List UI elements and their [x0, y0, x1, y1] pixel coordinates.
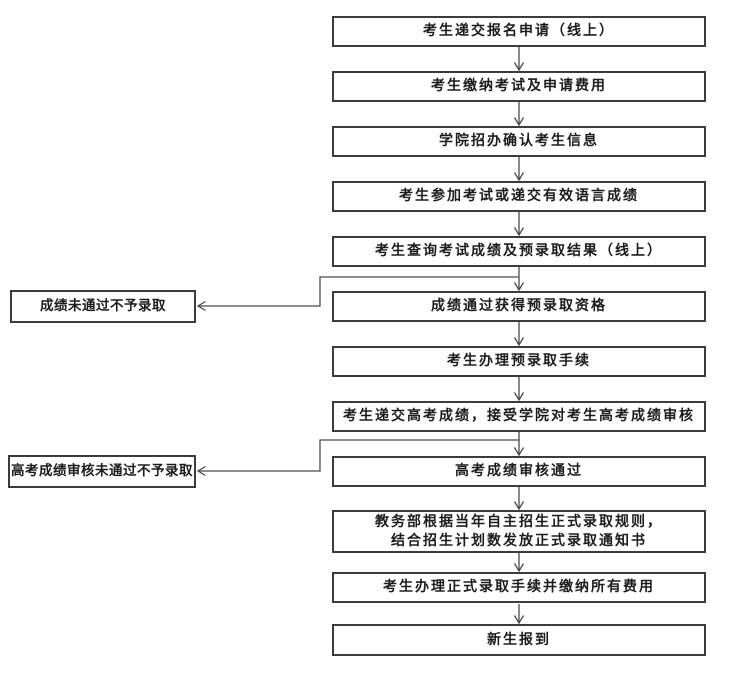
flow-step-take-exam: 考生参加考试或递交有效语言成绩	[332, 181, 706, 212]
flow-step-confirm-info: 学院招办确认考生信息	[332, 126, 706, 157]
flow-step-gaokao-review-passed: 高考成绩审核通过	[332, 456, 706, 487]
reject-box-score-fail: 成绩未通过不予录取	[10, 290, 196, 323]
reject-branch-1-line	[199, 276, 519, 307]
flow-step-submit-gaokao-scores: 考生递交高考成绩，接受学院对考生高考成绩审核	[332, 401, 706, 432]
flow-step-formal-admission-fees: 考生办理正式录取手续并缴纳所有费用	[332, 572, 706, 603]
flow-step-admission-notice: 教务部根据当年自主招生正式录取规则， 结合招生计划数发放正式录取通知书	[332, 510, 706, 553]
flow-step-submit-application: 考生递交报名申请（线上）	[332, 16, 706, 47]
flow-step-check-results: 考生查询考试成绩及预录取结果（线上）	[332, 236, 706, 267]
flow-step-new-student-register: 新生报到	[332, 624, 706, 656]
down-arrowheads	[513, 62, 525, 625]
reject-branch-2-line	[199, 439, 519, 472]
left-arrowheads	[196, 300, 206, 477]
flow-step-pre-admission-formalities: 考生办理预录取手续	[332, 346, 706, 377]
flow-step-pre-admission: 成绩通过获得预录取资格	[332, 291, 706, 322]
reject-box-gaokao-review-fail: 高考成绩审核未通过不予录取	[8, 455, 196, 488]
flow-step-pay-exam-fee: 考生缴纳考试及申请费用	[332, 71, 706, 102]
